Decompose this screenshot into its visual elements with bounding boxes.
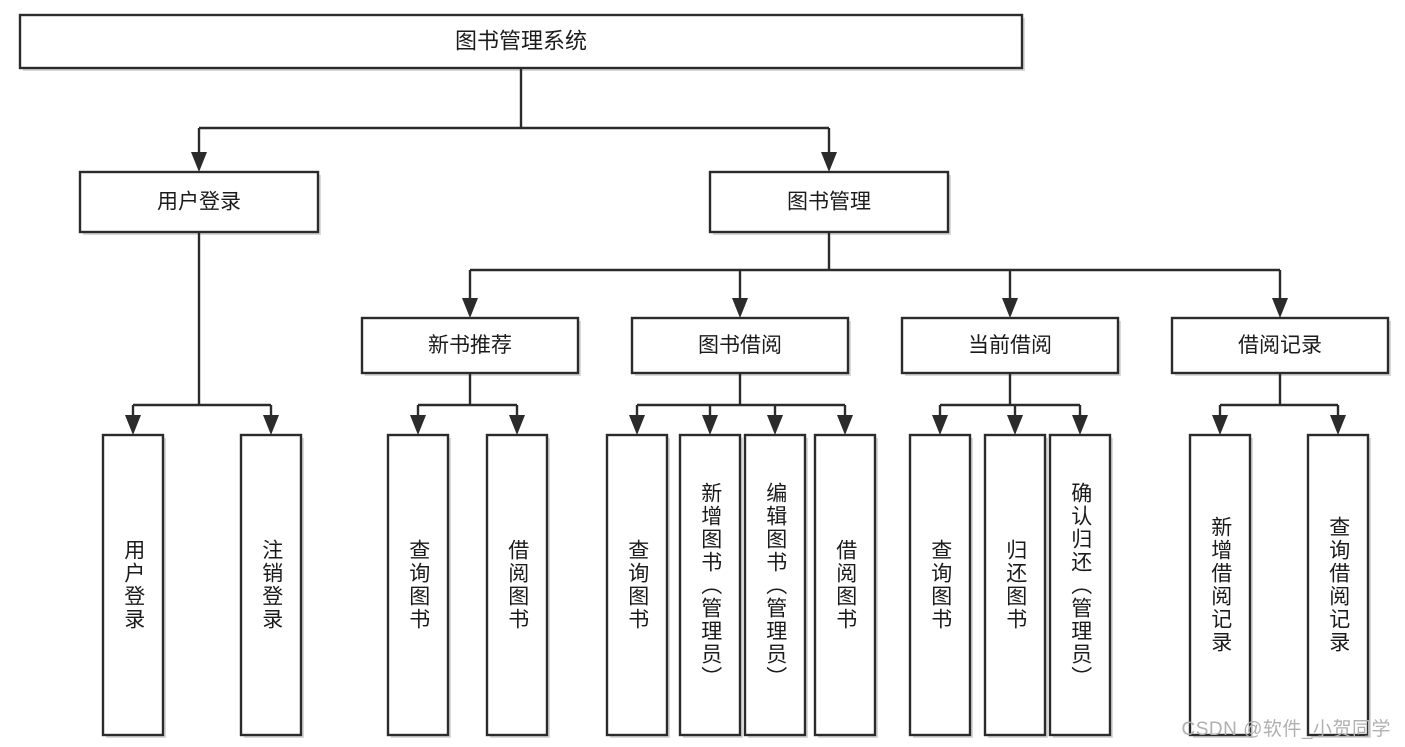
node-level3-label-0: 新书推荐 (428, 334, 512, 357)
node-leaf-3[interactable] (485, 433, 549, 737)
arrow-head-icon (1072, 415, 1088, 435)
node-level3-1[interactable] (630, 316, 850, 375)
node-level3-0[interactable] (360, 316, 580, 375)
node-level2-label-0: 用户登录 (157, 191, 241, 214)
node-level2-1[interactable] (708, 170, 950, 234)
node-leaf-8[interactable] (908, 433, 972, 737)
node-level3-label-1: 图书借阅 (698, 334, 782, 357)
node-leaf-12[interactable] (1306, 433, 1370, 737)
arrow-head-icon (410, 415, 426, 435)
node-leaf-9[interactable] (983, 433, 1047, 737)
node-leaf-2[interactable] (386, 433, 450, 737)
node-level3-2[interactable] (900, 316, 1120, 375)
node-leaf-4[interactable] (605, 433, 669, 737)
connector-layer (125, 68, 1346, 435)
node-root-label: 图书管理系统 (455, 28, 587, 53)
node-leaf-1[interactable] (239, 433, 303, 737)
arrow-head-icon (1212, 415, 1228, 435)
arrow-head-icon (1007, 415, 1023, 435)
arrow-head-icon (837, 415, 853, 435)
node-level3-label-2: 当前借阅 (968, 334, 1052, 357)
node-level2-0[interactable] (78, 170, 320, 234)
arrow-head-icon (263, 415, 279, 435)
node-leaf-7[interactable] (813, 433, 877, 737)
node-level3-label-3: 借阅记录 (1238, 334, 1322, 357)
arrow-head-icon (732, 298, 748, 318)
node-level3-3[interactable] (1170, 316, 1390, 375)
arrow-head-icon (1272, 298, 1288, 318)
node-leaf-6[interactable] (743, 433, 807, 737)
arrow-head-icon (125, 415, 141, 435)
arrow-head-icon (932, 415, 948, 435)
arrow-head-icon (509, 415, 525, 435)
box-layer (18, 13, 1390, 737)
arrow-head-icon (702, 415, 718, 435)
node-leaf-11[interactable] (1188, 433, 1252, 737)
arrow-head-icon (191, 152, 207, 172)
arrow-head-icon (1002, 298, 1018, 318)
node-leaf-5[interactable] (678, 433, 742, 737)
arrow-head-icon (462, 298, 478, 318)
arrow-head-icon (629, 415, 645, 435)
watermark-text: CSDN @软件_小贺同学 (1181, 719, 1391, 740)
arrow-head-icon (821, 152, 837, 172)
node-root[interactable] (18, 13, 1024, 70)
node-leaf-10[interactable] (1048, 433, 1112, 737)
node-level2-label-1: 图书管理 (787, 191, 871, 214)
node-leaf-0[interactable] (101, 433, 165, 737)
arrow-head-icon (767, 415, 783, 435)
arrow-head-icon (1330, 415, 1346, 435)
